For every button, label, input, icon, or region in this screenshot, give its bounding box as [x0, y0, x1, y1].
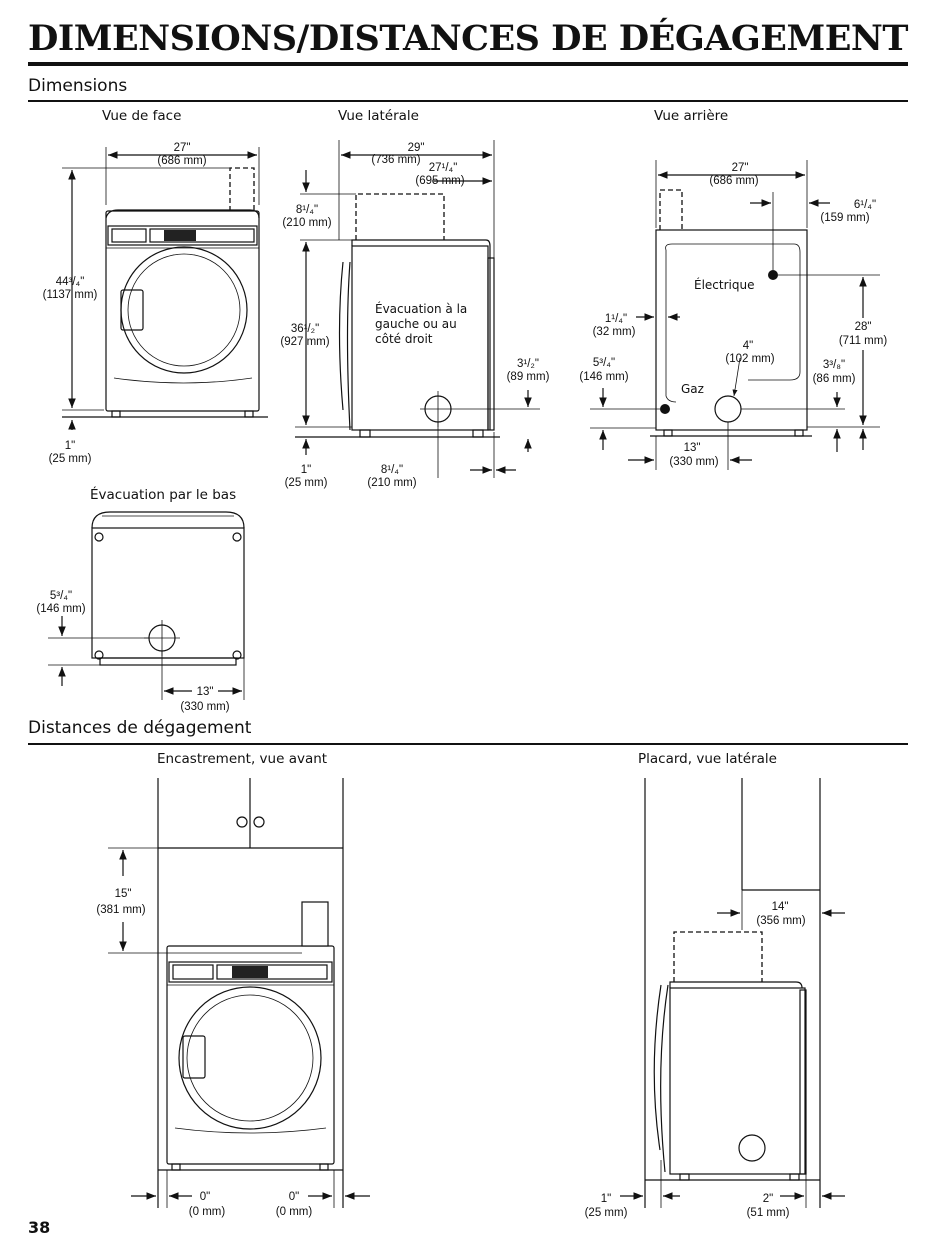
side-vent-note-3: côté droit — [375, 332, 433, 346]
rear-width-mm: (686 mm) — [709, 175, 758, 187]
rear-gas-label: Gaz — [681, 382, 704, 396]
recessed-top-in: 15" — [115, 888, 132, 900]
side-depth-in: 29" — [408, 142, 425, 154]
side-cabinet-in: 27¹/₄" — [429, 162, 458, 174]
side-vent-back-in: 8¹/₄" — [381, 464, 403, 476]
rear-elec-side-mm: (159 mm) — [820, 212, 869, 224]
front-foot-mm: (25 mm) — [49, 453, 92, 465]
side-vent-height-in: 3¹/₂" — [517, 358, 539, 370]
front-foot-in: 1" — [65, 440, 75, 452]
side-depth-mm: (736 mm) — [371, 154, 420, 166]
title-rule — [28, 62, 908, 66]
bottom-vent-label: Évacuation par le bas — [90, 487, 237, 503]
side-vent-height-mm: (89 mm) — [507, 371, 550, 383]
rear-gas-side-mm: (32 mm) — [593, 326, 636, 338]
rear-vent-center-in: 13" — [684, 442, 701, 454]
section-rule-clearances — [28, 743, 908, 745]
rear-gas-side-in: 1¹/₄" — [605, 313, 627, 325]
page-title: DIMENSIONS/DISTANCES DE DÉGAGEMENT — [28, 18, 908, 59]
recessed-right-in: 0" — [289, 1191, 299, 1203]
front-height-in: 44³/₄" — [56, 276, 85, 288]
closet-top-mm: (356 mm) — [756, 915, 805, 927]
rear-view-label: Vue arrière — [654, 108, 729, 124]
recessed-drawing — [108, 778, 370, 1208]
side-view-label: Vue latérale — [338, 108, 419, 124]
bottom-vent-drawing — [48, 511, 245, 700]
section-rule-dimensions — [28, 100, 908, 102]
front-width-in: 27" — [174, 142, 191, 154]
front-width-mm: (686 mm) — [157, 155, 206, 167]
rear-vent-dia-in: 4" — [743, 340, 753, 352]
side-cabinet-mm: (695 mm) — [415, 175, 464, 187]
rear-elec-height-in: 28" — [855, 321, 872, 333]
page-number: 38 — [28, 1218, 51, 1237]
recessed-left-mm: (0 mm) — [189, 1206, 226, 1218]
front-height-mm: (1137 mm) — [43, 289, 98, 301]
closet-front-mm: (25 mm) — [585, 1207, 628, 1219]
closet-rear-in: 2" — [763, 1193, 773, 1205]
recessed-view-label: Encastrement, vue avant — [157, 751, 328, 767]
section-dimensions: Dimensions — [28, 76, 128, 96]
closet-top-in: 14" — [772, 901, 789, 913]
rear-vent-height-in: 3³/₈" — [823, 359, 845, 371]
closet-drawing — [620, 778, 845, 1208]
side-vent-top-mm: (210 mm) — [282, 217, 331, 229]
section-clearances: Distances de dégagement — [28, 718, 252, 738]
bottom-vent-side-in: 13" — [197, 686, 214, 698]
recessed-right-mm: (0 mm) — [276, 1206, 313, 1218]
side-vent-back-mm: (210 mm) — [367, 477, 416, 489]
side-foot-in: 1" — [301, 464, 311, 476]
bottom-vent-side-mm: (330 mm) — [180, 701, 229, 713]
rear-electric-label: Électrique — [694, 277, 754, 292]
rear-vent-height-mm: (86 mm) — [813, 373, 856, 385]
rear-width-in: 27" — [732, 162, 749, 174]
side-vent-note-2: gauche ou au — [375, 317, 457, 331]
recessed-left-in: 0" — [200, 1191, 210, 1203]
front-view-label: Vue de face — [102, 108, 182, 124]
side-height-in: 36¹/₂" — [291, 323, 319, 335]
front-view-drawing — [62, 147, 268, 430]
side-vent-note-1: Évacuation à la — [375, 301, 467, 316]
recessed-top-mm: (381 mm) — [96, 904, 145, 916]
closet-rear-mm: (51 mm) — [747, 1207, 790, 1219]
rear-gas-height-mm: (146 mm) — [579, 371, 628, 383]
side-height-mm: (927 mm) — [280, 336, 329, 348]
rear-vent-center-mm: (330 mm) — [669, 456, 718, 468]
bottom-vent-front-mm: (146 mm) — [36, 603, 85, 615]
side-view-drawing — [295, 140, 540, 478]
rear-gas-height-in: 5³/₄" — [593, 357, 615, 369]
closet-front-in: 1" — [601, 1193, 611, 1205]
rear-elec-height-mm: (711 mm) — [839, 335, 888, 347]
rear-elec-side-in: 6¹/₄" — [854, 199, 876, 211]
side-vent-top-in: 8¹/₄" — [296, 204, 318, 216]
closet-view-label: Placard, vue latérale — [638, 751, 777, 767]
rear-view-drawing — [590, 160, 880, 470]
rear-vent-dia-mm: (102 mm) — [725, 353, 774, 365]
bottom-vent-front-in: 5³/₄" — [50, 590, 72, 602]
side-foot-mm: (25 mm) — [285, 477, 328, 489]
